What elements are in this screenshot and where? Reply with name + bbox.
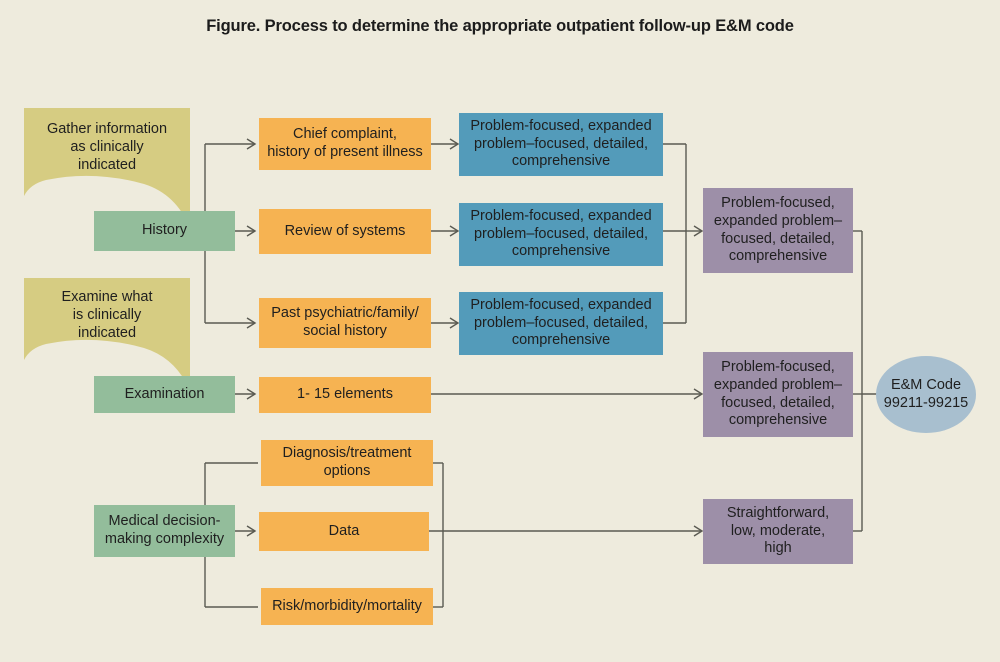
result-em-code-label: E&M Code 99211-99215: [883, 376, 969, 411]
summary-examination-label: Problem-focused, expanded problem– focus…: [713, 359, 843, 429]
component-review-of-systems[interactable]: Review of systems: [259, 209, 431, 254]
arrow-data: [246, 525, 257, 537]
arrow-past-history: [246, 317, 257, 329]
component-diagnosis-treatment-options[interactable]: Diagnosis/treatment options: [261, 440, 433, 486]
callout-gather-label: Gather information as clinically indicat…: [46, 121, 168, 174]
component-data-label: Data: [328, 522, 360, 539]
component-elements-label: 1- 15 elements: [297, 386, 393, 403]
component-risk-label: Risk/morbidity/mortality: [272, 597, 422, 614]
component-review-of-systems-label: Review of systems: [284, 222, 406, 239]
component-elements[interactable]: 1- 15 elements: [259, 377, 431, 413]
category-history[interactable]: History: [94, 211, 235, 251]
arrow-level-chief-complaint: [449, 138, 460, 150]
level-review-of-systems[interactable]: Problem-focused, expanded problem–focuse…: [459, 203, 663, 266]
level-past-history-label: Problem-focused, expanded problem–focuse…: [470, 296, 652, 349]
summary-examination[interactable]: Problem-focused, expanded problem– focus…: [703, 352, 853, 437]
component-data[interactable]: Data: [259, 512, 429, 551]
level-chief-complaint[interactable]: Problem-focused, expanded problem–focuse…: [459, 113, 663, 176]
arrow-summary-history: [693, 225, 704, 237]
summary-history[interactable]: Problem-focused, expanded problem– focus…: [703, 188, 853, 273]
component-chief-complaint-label: Chief complaint, history of present illn…: [267, 126, 423, 160]
level-review-of-systems-label: Problem-focused, expanded problem–focuse…: [470, 207, 652, 260]
category-examination-label: Examination: [124, 385, 205, 402]
callout-examine-label: Examine what is clinically indicated: [61, 289, 153, 342]
arrow-chief-complaint: [246, 138, 257, 150]
arrow-elements: [246, 388, 257, 400]
category-mdm-label: Medical decision- making complexity: [104, 513, 225, 547]
summary-history-label: Problem-focused, expanded problem– focus…: [713, 195, 843, 265]
level-chief-complaint-label: Problem-focused, expanded problem–focuse…: [470, 117, 652, 170]
summary-complexity[interactable]: Straightforward, low, moderate, high: [703, 499, 853, 564]
component-past-history[interactable]: Past psychiatric/family/ social history: [259, 298, 431, 348]
callout-shape-examine: [24, 278, 190, 391]
component-chief-complaint[interactable]: Chief complaint, history of present illn…: [259, 118, 431, 170]
callout-shape-gather: [24, 108, 190, 228]
callout-gather-information: Gather information as clinically indicat…: [24, 108, 190, 228]
category-medical-decision-making[interactable]: Medical decision- making complexity: [94, 505, 235, 557]
arrow-level-review: [449, 225, 460, 237]
page-title: Figure. Process to determine the appropr…: [206, 17, 794, 35]
category-history-label: History: [141, 222, 188, 239]
component-diagnosis-label: Diagnosis/treatment options: [282, 445, 412, 479]
arrow-summary-complexity: [693, 525, 704, 537]
level-past-history[interactable]: Problem-focused, expanded problem–focuse…: [459, 292, 663, 355]
arrow-review-of-systems: [246, 225, 257, 237]
result-em-code[interactable]: E&M Code 99211-99215: [876, 356, 976, 433]
component-risk[interactable]: Risk/morbidity/mortality: [261, 588, 433, 625]
category-examination[interactable]: Examination: [94, 376, 235, 413]
callout-examine-what: Examine what is clinically indicated: [24, 278, 190, 391]
arrow-summary-examination: [693, 388, 704, 400]
arrow-level-past-history: [449, 317, 460, 329]
component-past-history-label: Past psychiatric/family/ social history: [271, 305, 419, 339]
summary-complexity-label: Straightforward, low, moderate, high: [726, 504, 830, 557]
